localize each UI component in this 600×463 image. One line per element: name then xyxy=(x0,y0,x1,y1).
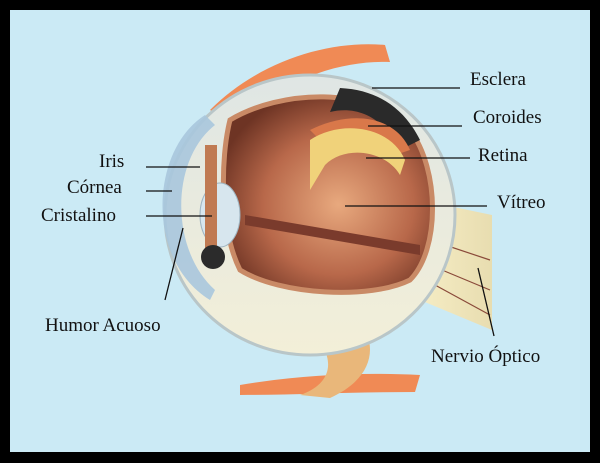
label-retina: Retina xyxy=(478,145,528,166)
label-coroides: Coroides xyxy=(473,107,542,128)
choroid-shape xyxy=(310,118,410,155)
label-esclera: Esclera xyxy=(470,69,526,90)
humor-acuoso-leader xyxy=(164,227,184,301)
label-humor-acuoso: Humor Acuoso xyxy=(45,315,161,336)
vitreous-band xyxy=(245,215,420,255)
label-vitreo: Vítreo xyxy=(497,192,546,213)
cornea-shape xyxy=(162,115,215,300)
iris-shape xyxy=(205,145,217,255)
retina-shape xyxy=(310,128,405,190)
label-cristalino: Cristalino xyxy=(41,205,116,226)
label-iris: Iris xyxy=(99,151,125,172)
nervio-optico-leader xyxy=(477,267,495,337)
label-nervio-optico: Nervio Óptico xyxy=(431,346,541,367)
label-cornea: Córnea xyxy=(67,177,122,198)
